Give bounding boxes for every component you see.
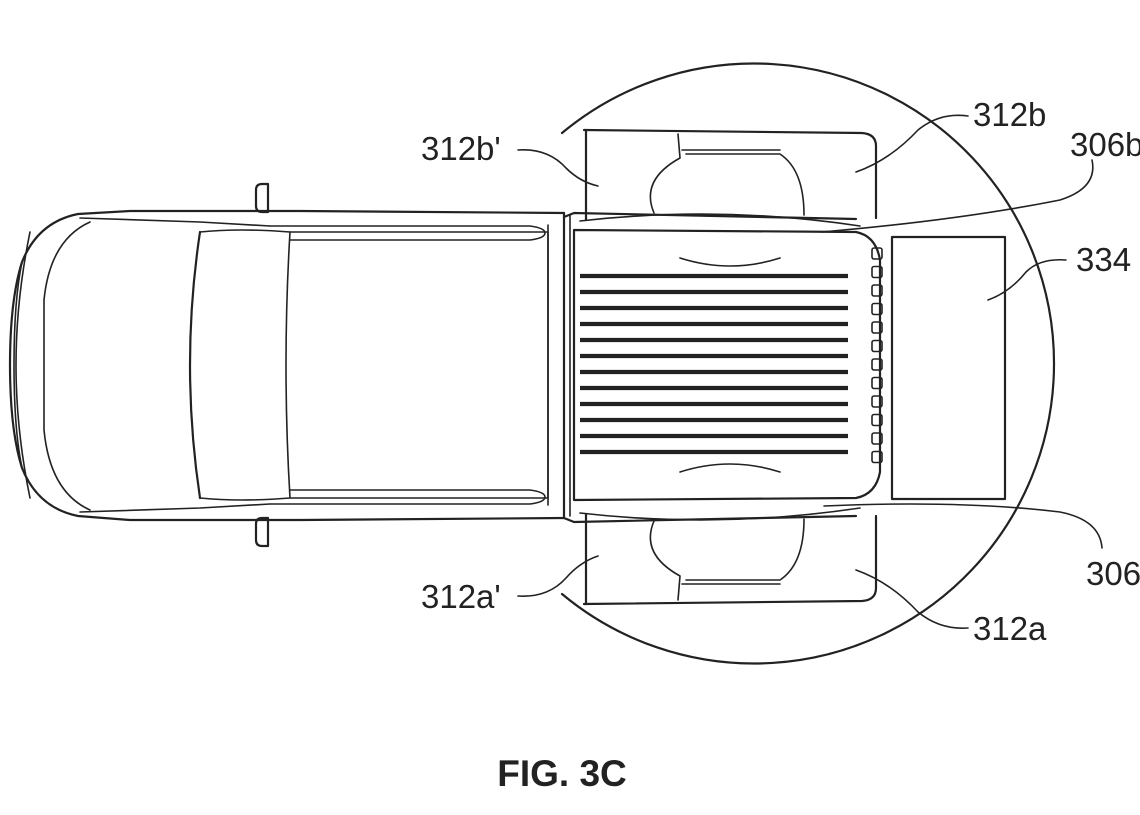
leader-312b — [856, 115, 968, 172]
figure-caption: FIG. 3C — [497, 753, 627, 794]
bed-slats — [580, 276, 848, 452]
label-312a-prime: 312a' — [421, 578, 501, 615]
upper-fender-assembly — [564, 130, 876, 226]
label-334: 334 — [1076, 241, 1131, 278]
label-312b-prime: 312b' — [421, 130, 501, 167]
detail-circle — [562, 64, 1054, 664]
leader-334 — [988, 260, 1066, 300]
label-306b: 306b — [1070, 126, 1140, 163]
label-306: 306 — [1086, 555, 1140, 592]
truck-bed — [574, 230, 880, 500]
label-312a: 312a — [973, 610, 1047, 647]
truck-body — [10, 184, 570, 546]
bed-panel-334 — [892, 237, 1005, 499]
lower-fender-assembly — [564, 508, 876, 604]
leader-306b — [822, 160, 1093, 232]
label-312b: 312b — [973, 96, 1046, 133]
leader-306 — [824, 504, 1102, 548]
